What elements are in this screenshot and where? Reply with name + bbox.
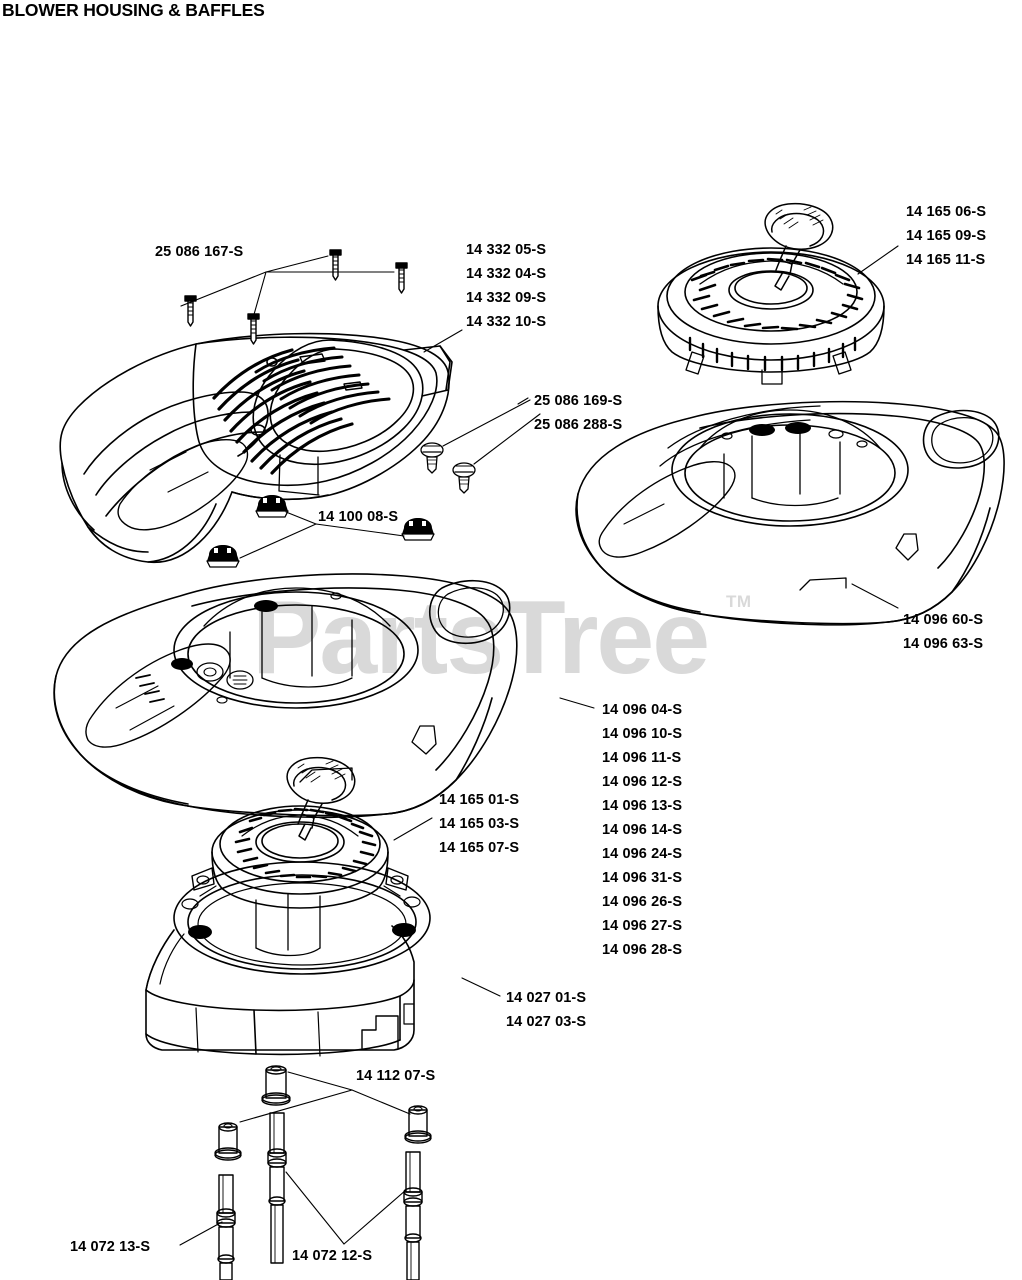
callout-14-165-11-s: 14 165 11-S [906, 252, 986, 268]
callout-25-086-167-s: 25 086 167-S [155, 244, 244, 260]
callout-14-027-03-s: 14 027 03-S [506, 1014, 587, 1030]
callout-14-072-13-s: 14 072 13-S [70, 1239, 151, 1255]
part-blower-housing-cover-top-left [59, 332, 453, 563]
part-blower-housing-center-left [53, 573, 595, 819]
part-recoil-starter-lower [191, 756, 433, 909]
callout-14-027-01-s: 14 027 01-S [506, 990, 587, 1006]
callout-14-096-12-s: 14 096 12-S [602, 774, 683, 790]
part-grommet-group [214, 1065, 432, 1161]
callout-14-100-08-s: 14 100 08-S [318, 509, 399, 525]
callout-group-25-086: 25 086 169-S 25 086 288-S [534, 389, 622, 437]
callout-14-072-12-s: 14 072 12-S [292, 1248, 373, 1264]
callout-14-112-07-s: 14 112 07-S [356, 1068, 436, 1084]
callout-14-165-07-s: 14 165 07-S [439, 840, 520, 856]
callout-14-332-04-s: 14 332 04-S [466, 266, 547, 282]
callout-14-096-60-s: 14 096 60-S [903, 612, 984, 628]
callout-14-096-11-s: 14 096 11-S [602, 750, 682, 766]
callout-14-096-24-s: 14 096 24-S [602, 846, 683, 862]
callout-group-14-332: 14 332 05-S 14 332 04-S 14 332 09-S 14 3… [466, 238, 546, 334]
part-stud-group [179, 1112, 423, 1280]
callout-14-165-09-s: 14 165 09-S [906, 228, 987, 244]
part-push-nut-group [206, 495, 435, 568]
callout-14-096-14-s: 14 096 14-S [602, 822, 683, 838]
callout-group-14-096-right: 14 096 60-S 14 096 63-S [903, 608, 983, 656]
callout-25-086-169-s: 25 086 169-S [534, 393, 623, 409]
callout-14-096-28-s: 14 096 28-S [602, 942, 683, 958]
callout-group-14-096-list: 14 096 04-S 14 096 10-S 14 096 11-S 14 0… [602, 698, 682, 962]
callout-14-165-03-s: 14 165 03-S [439, 816, 520, 832]
callout-14-096-10-s: 14 096 10-S [602, 726, 683, 742]
part-recoil-starter-top-right [657, 202, 899, 385]
part-blower-housing-right [575, 400, 1005, 626]
callout-14-096-27-s: 14 096 27-S [602, 918, 683, 934]
callout-14-165-06-s: 14 165 06-S [906, 204, 987, 220]
callout-14-096-26-s: 14 096 26-S [602, 894, 683, 910]
part-baffle-lower [145, 861, 501, 1057]
callout-14-096-31-s: 14 096 31-S [602, 870, 683, 886]
part-hex-screw-group [180, 249, 408, 345]
callout-group-14-165-lower: 14 165 01-S 14 165 03-S 14 165 07-S [439, 788, 519, 860]
callout-14-332-05-s: 14 332 05-S [466, 242, 547, 258]
callout-group-14-027: 14 027 01-S 14 027 03-S [506, 986, 586, 1034]
page-title: BLOWER HOUSING & BAFFLES [2, 0, 265, 20]
callout-14-096-13-s: 14 096 13-S [602, 798, 683, 814]
callout-25-086-288-s: 25 086 288-S [534, 417, 623, 433]
callout-14-096-04-s: 14 096 04-S [602, 702, 683, 718]
part-flange-screw-group [420, 399, 541, 494]
callout-group-14-165-upper: 14 165 06-S 14 165 09-S 14 165 11-S [906, 200, 986, 272]
callout-14-096-63-s: 14 096 63-S [903, 636, 984, 652]
callout-14-332-09-s: 14 332 09-S [466, 290, 547, 306]
callout-14-332-10-s: 14 332 10-S [466, 314, 547, 330]
callout-14-165-01-s: 14 165 01-S [439, 792, 520, 808]
